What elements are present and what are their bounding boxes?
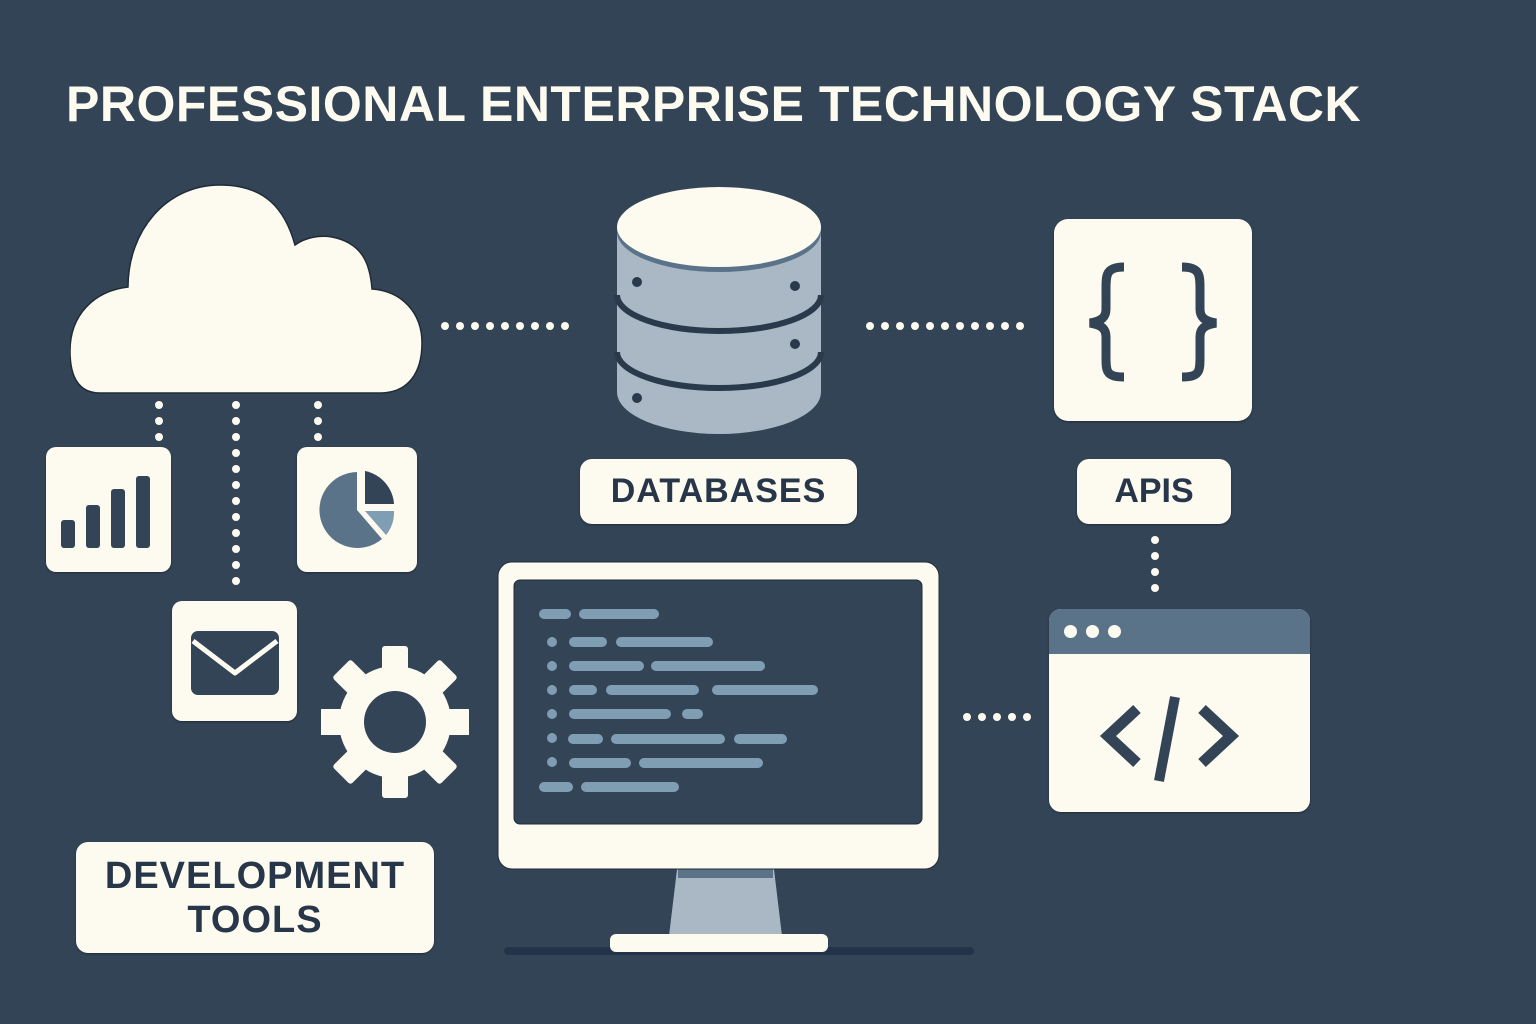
code-lines [539,609,818,792]
monitor-icon[interactable] [497,561,977,956]
email-card[interactable] [172,601,297,721]
development-tools-label: DEVELOPMENT TOOLS [76,842,434,953]
development-tools-line2: TOOLS [187,898,323,941]
api-card[interactable] [1054,219,1252,421]
code-tag-icon [1099,696,1240,782]
window-dot-icon [1108,625,1121,638]
browser-code-window[interactable] [1049,609,1310,812]
bar-chart-icon [61,476,150,548]
database-icon[interactable] [614,182,824,442]
bar-chart-card[interactable] [46,447,171,572]
apis-label: APIS [1077,459,1231,524]
databases-label: DATABASES [580,459,857,524]
window-dot-icon [1064,625,1077,638]
browser-titlebar [1049,609,1310,654]
page-title: PROFESSIONAL ENTERPRISE TECHNOLOGY STACK [66,76,1362,132]
curly-braces-icon [1089,262,1217,382]
gear-icon[interactable] [321,644,469,800]
window-dot-icon [1086,625,1099,638]
pie-chart-card[interactable] [297,447,417,572]
development-tools-line1: DEVELOPMENT [104,854,406,897]
cloud-icon [70,183,425,398]
envelope-icon [191,631,279,695]
pie-chart-icon [319,471,395,548]
